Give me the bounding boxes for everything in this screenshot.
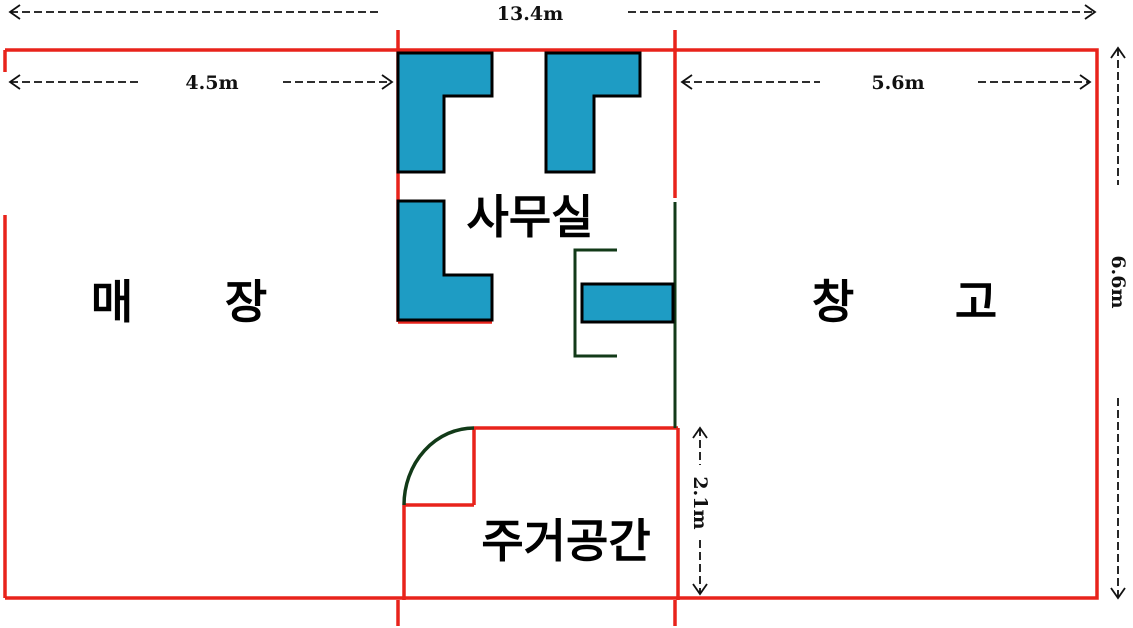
living-height-label: 2.1m xyxy=(689,476,711,529)
height-label: 6.6m xyxy=(1107,255,1129,308)
desk-bottom-left xyxy=(396,199,494,322)
room-label-storage-2: 고 xyxy=(955,275,997,329)
chair-outline xyxy=(573,248,617,358)
desks xyxy=(396,51,675,324)
room-label-storage-1: 창 xyxy=(812,275,854,329)
room-label-sales-1: 매 xyxy=(91,275,133,329)
room-label-sales-2: 장 xyxy=(225,275,267,329)
dimension-storage-width: 5.6m xyxy=(680,72,1092,94)
dimension-living-height: 2.1m xyxy=(689,426,711,596)
desk-right xyxy=(580,282,675,324)
dimension-total-width: 13.4m xyxy=(8,3,1097,25)
desk-top-left xyxy=(396,51,494,174)
total-width-label: 13.4m xyxy=(497,3,563,25)
storage-width-label: 5.6m xyxy=(871,72,924,94)
dimension-sales-width: 4.5m xyxy=(8,72,394,94)
room-label-living: 주거공간 xyxy=(481,514,650,568)
room-label-office: 사무실 xyxy=(467,190,594,244)
office-partition xyxy=(573,202,677,428)
desk-top-right xyxy=(544,51,642,174)
dimension-height: 6.6m xyxy=(1107,46,1129,600)
door-swing-arc xyxy=(402,426,475,506)
outer-wall xyxy=(5,48,1099,600)
sales-width-label: 4.5m xyxy=(185,72,238,94)
